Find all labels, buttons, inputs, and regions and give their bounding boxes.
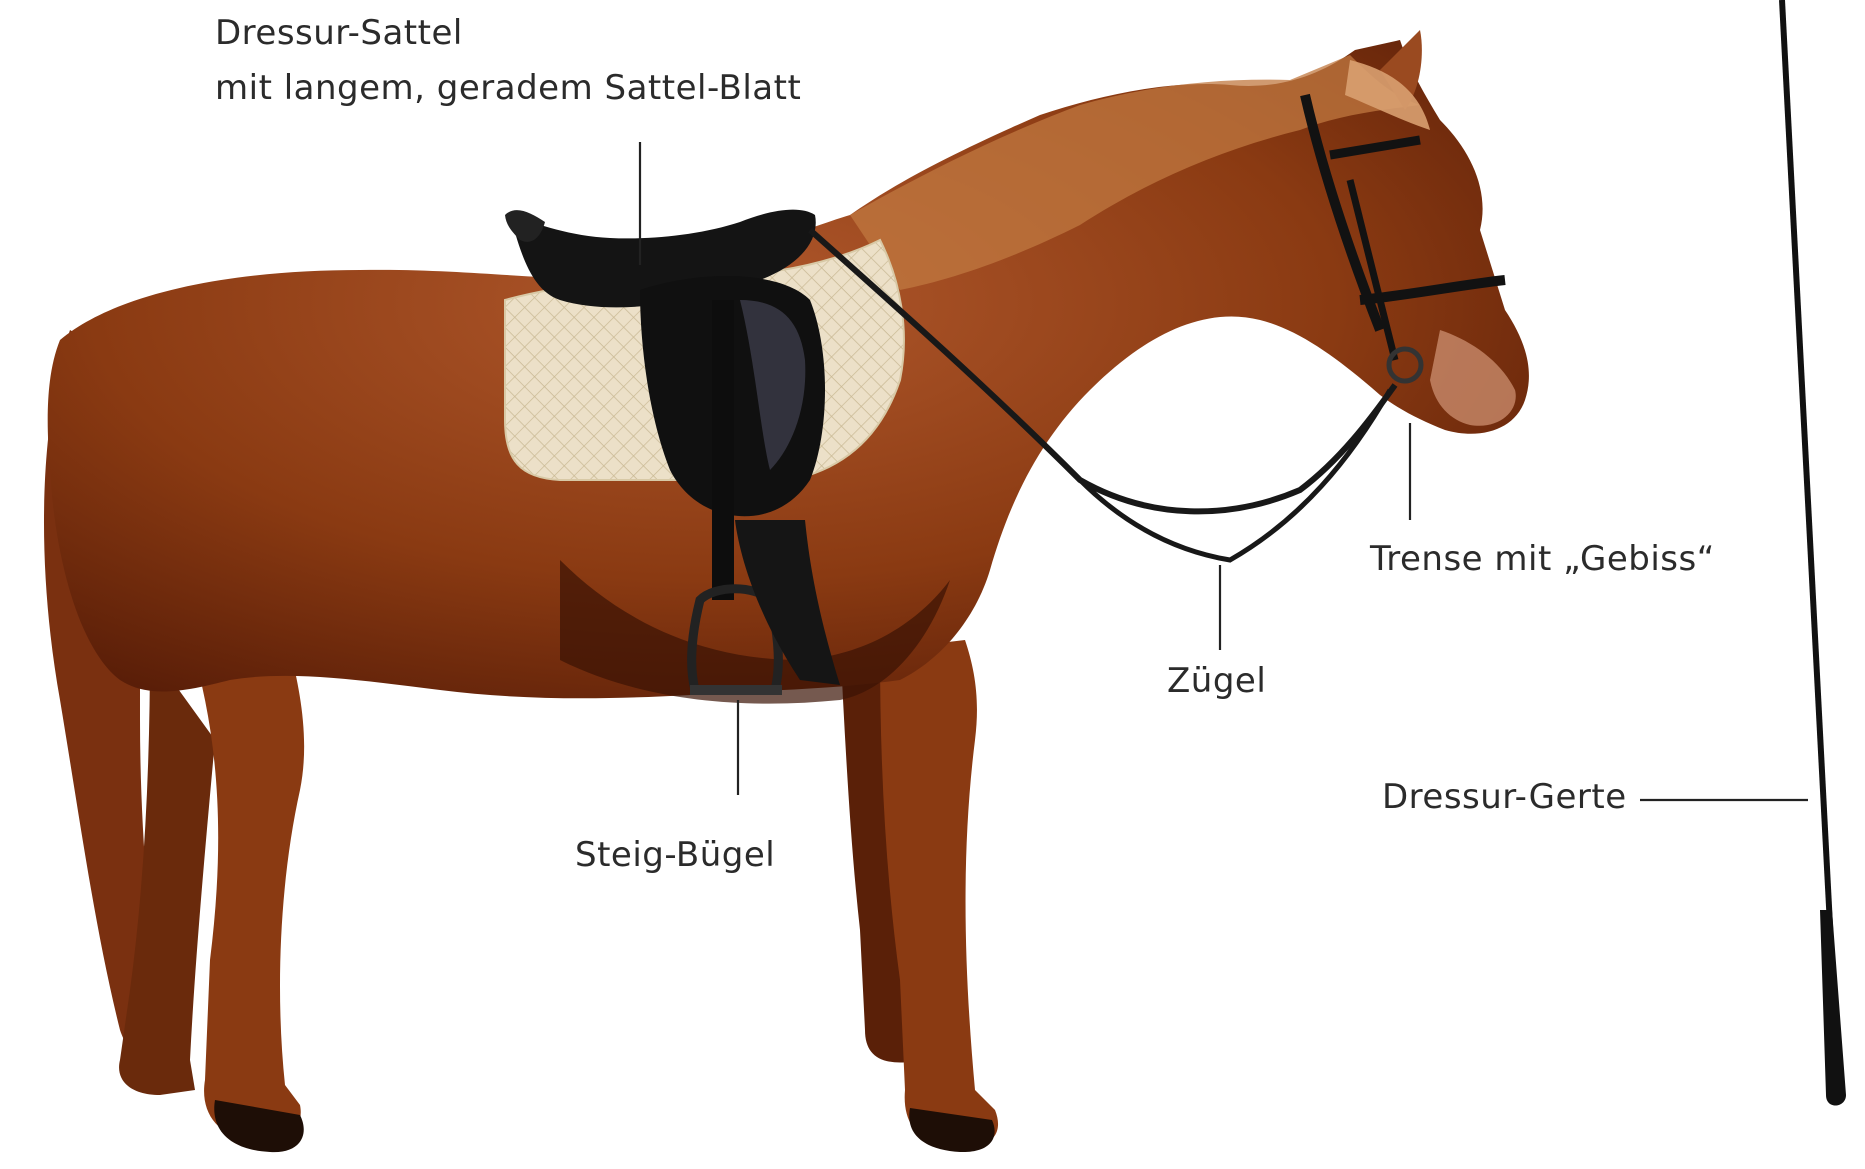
horse-front-leg-near: [880, 640, 998, 1148]
bridle-label: Trense mit „Gebiss“: [1370, 538, 1715, 581]
stirrup-label: Steig-Bügel: [575, 834, 775, 877]
saddle-label-line2: mit langem, geradem Sattel-Blatt: [215, 67, 801, 110]
saddle-label-line1: Dressur-Sattel: [215, 12, 801, 55]
reins-label: Zügel: [1167, 660, 1266, 703]
whip-label: Dressur-Gerte: [1382, 776, 1627, 819]
horse-hind-leg-near: [190, 640, 304, 1141]
saddle-label: Dressur-Sattel mit langem, geradem Satte…: [215, 12, 801, 109]
stirrup-leather: [712, 300, 734, 600]
whip-handle: [1820, 910, 1846, 1106]
stirrup-tread: [690, 685, 782, 695]
rein-lower: [1080, 390, 1390, 560]
